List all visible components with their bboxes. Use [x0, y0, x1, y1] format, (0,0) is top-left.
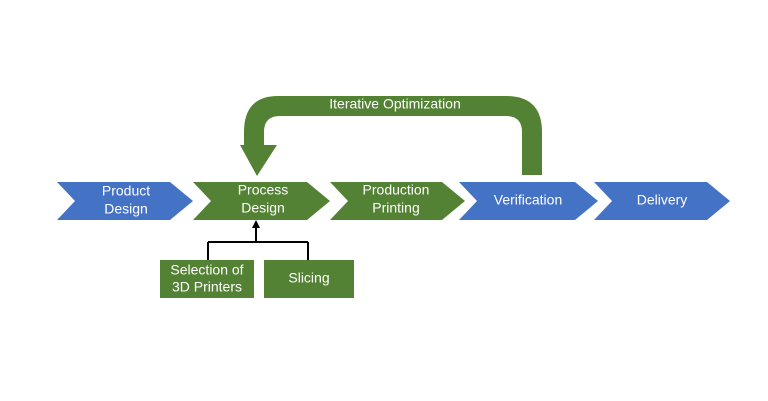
step-chevron-verification	[459, 182, 598, 220]
step-chevron-production-printing	[330, 182, 465, 220]
sub-box-label: 3D Printers	[172, 279, 242, 295]
iterative-optimization-arrow	[240, 96, 542, 176]
step-label: Design	[241, 200, 285, 216]
step-label: Process	[238, 182, 289, 198]
step-chevron-delivery	[594, 182, 730, 220]
step-label: Printing	[372, 200, 419, 216]
sub-box-selection-of-3d-printers	[160, 260, 254, 298]
step-chevron-process-design	[193, 182, 330, 220]
connector-arrowhead	[252, 220, 260, 228]
step-label: Production	[363, 182, 430, 198]
sub-box-slicing	[264, 260, 354, 298]
sub-box-label: Selection of	[170, 262, 243, 278]
connector-lines	[207, 227, 309, 260]
step-label: Product	[102, 183, 150, 199]
sub-box-label: Slicing	[288, 270, 329, 286]
step-label: Verification	[494, 192, 562, 208]
step-chevron-product-design	[57, 182, 193, 220]
iterative-optimization-label: Iterative Optimization	[329, 96, 461, 112]
step-label: Delivery	[637, 192, 688, 208]
step-label: Design	[104, 201, 148, 217]
